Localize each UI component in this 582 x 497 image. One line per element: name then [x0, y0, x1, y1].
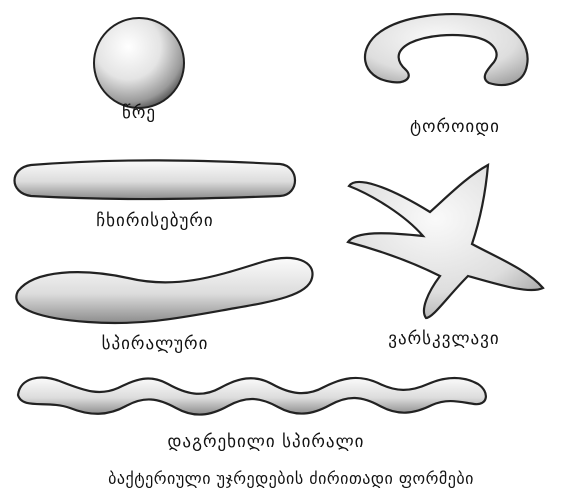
star-shape [348, 165, 543, 318]
figure-caption: ბაქტერიული უჯრედების ძირითადი ფორმები [108, 469, 474, 488]
label-rod: ჩხირისებური [96, 211, 213, 231]
label-star: ვარსკვლავი [388, 329, 499, 349]
label-sphere: წრე [122, 103, 156, 123]
spiral-shape [16, 258, 312, 323]
label-spiral: სპირალური [102, 334, 209, 354]
toroid-shape [365, 14, 528, 85]
sphere-shape [94, 18, 184, 108]
label-toroid: ტოროიდი [410, 117, 500, 137]
label-wavy-spiral: დაგრეხილი სპირალი [168, 432, 365, 452]
rod-shape [15, 160, 296, 199]
wavy-spiral-shape [18, 378, 486, 415]
